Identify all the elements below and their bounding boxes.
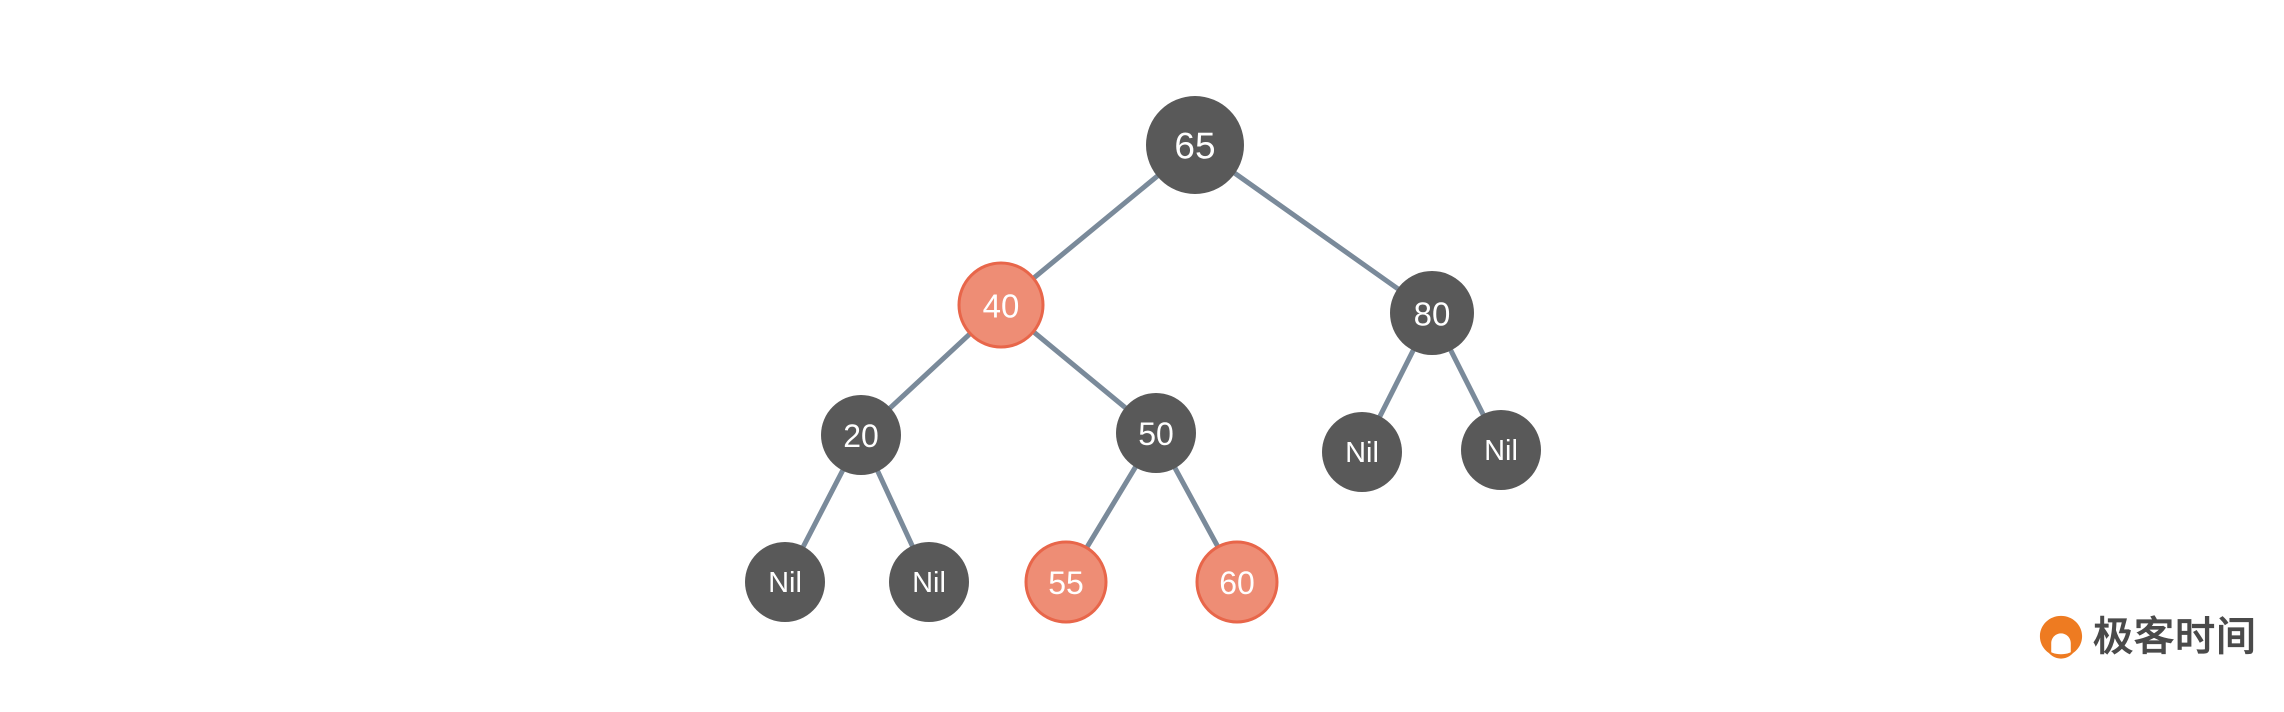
tree-node-20[interactable]: 20 <box>821 395 901 475</box>
tree-node-nil[interactable]: Nil <box>1461 410 1541 490</box>
node-circle <box>821 395 901 475</box>
watermark: 极客时间 <box>2038 614 2257 660</box>
edge-layer <box>799 169 1487 552</box>
node-circle <box>957 261 1045 349</box>
node-label: 40 <box>983 288 1020 325</box>
tree-edge <box>1029 172 1162 283</box>
node-label: Nil <box>1345 437 1379 469</box>
tree-node-40[interactable]: 40 <box>957 261 1045 349</box>
node-label: 60 <box>1219 565 1255 601</box>
node-label: 65 <box>1174 126 1215 167</box>
tree-node-65[interactable]: 65 <box>1146 96 1244 194</box>
node-label: 55 <box>1048 565 1084 601</box>
node-label: Nil <box>1484 435 1518 467</box>
watermark-text: 极客时间 <box>2093 614 2257 660</box>
tree-node-50[interactable]: 50 <box>1116 393 1196 473</box>
geektime-logo-icon <box>2039 615 2083 659</box>
node-circle <box>745 542 825 622</box>
node-circle <box>1116 393 1196 473</box>
node-circle <box>1146 96 1244 194</box>
node-circle <box>1390 271 1474 355</box>
tree-node-80[interactable]: 80 <box>1390 271 1474 355</box>
tree-node-55[interactable]: 55 <box>1024 540 1108 624</box>
node-circle <box>889 542 969 622</box>
node-circle <box>1024 540 1108 624</box>
tree-edge <box>1376 346 1417 421</box>
tree-node-nil[interactable]: Nil <box>1322 412 1402 492</box>
tree-edge <box>874 466 916 551</box>
tree-edge <box>1230 169 1402 293</box>
tree-edge <box>799 466 847 551</box>
tree-edge <box>886 329 975 412</box>
tree-edge <box>1171 463 1222 552</box>
node-label: 80 <box>1414 296 1451 333</box>
tree-node-60[interactable]: 60 <box>1195 540 1279 624</box>
node-circle <box>1322 412 1402 492</box>
node-circle <box>1461 410 1541 490</box>
node-label: 20 <box>843 418 879 454</box>
node-label: Nil <box>768 567 802 599</box>
node-circle <box>1195 540 1279 624</box>
tree-node-nil[interactable]: Nil <box>745 542 825 622</box>
node-label: 50 <box>1138 416 1174 452</box>
tree-edge <box>1083 463 1139 552</box>
tree-edge <box>1447 346 1487 419</box>
tree-node-nil[interactable]: Nil <box>889 542 969 622</box>
node-label: Nil <box>912 567 946 599</box>
tree-edge <box>1029 327 1130 412</box>
